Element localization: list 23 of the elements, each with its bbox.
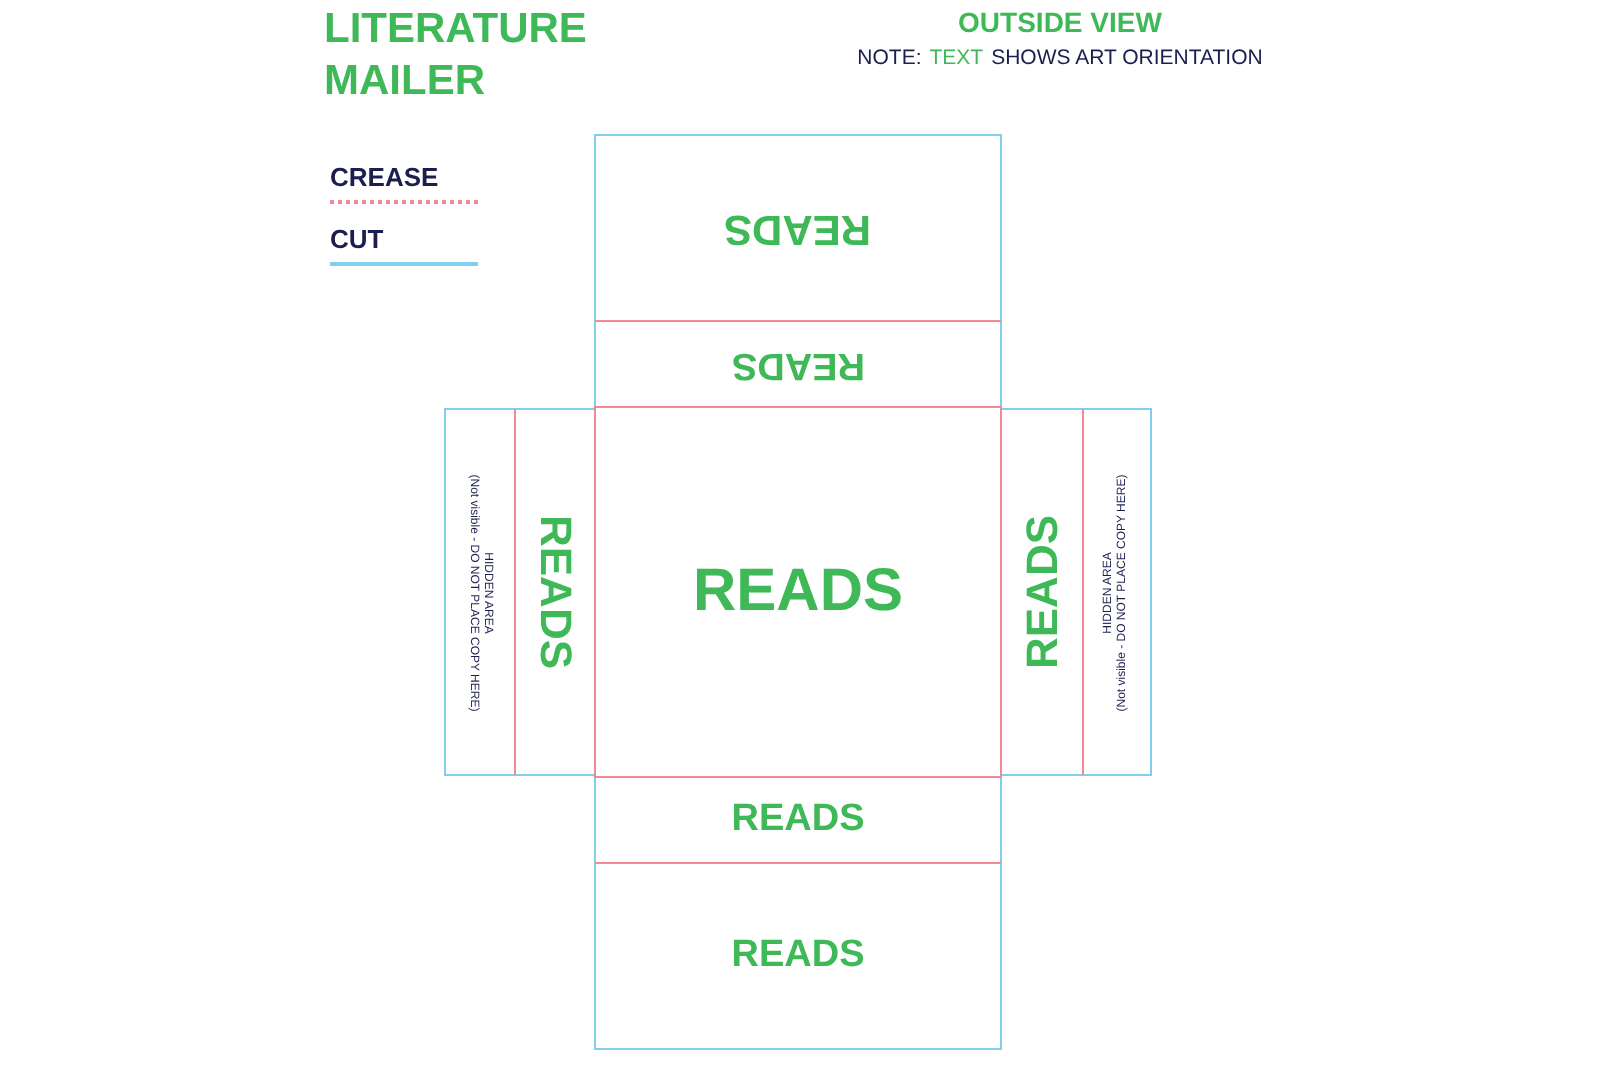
dieline-panel [1000,408,1084,776]
note-text: TEXT [929,46,984,70]
orientation-text: READS [692,558,903,626]
dieline-panel [594,862,1002,1050]
orientation-text: READS [731,798,865,842]
dieline-panel [514,408,596,776]
orientation-text: READS [731,342,865,386]
dieline-panel [594,134,1002,322]
view-heading: OUTSIDE VIEW [956,6,1164,38]
hidden-glue-panel [444,408,516,776]
legend-label: CREASE [330,162,439,192]
hidden-glue-panel [1082,408,1152,776]
orientation-text: READS [724,204,872,252]
dieline-panel [594,776,1002,864]
dieline-panel [594,320,1002,408]
orientation-text: READS [1016,515,1068,669]
orientation-text: READS [529,515,581,669]
note-text: NOTE: [857,46,922,70]
diagram-title: LITERATURE MAILER [324,4,589,108]
center-panel [594,406,1002,778]
orientation-text: READS [731,934,865,978]
legend-label: CUT [330,224,384,254]
note-text: SHOWS ART ORIENTATION [991,46,1263,70]
